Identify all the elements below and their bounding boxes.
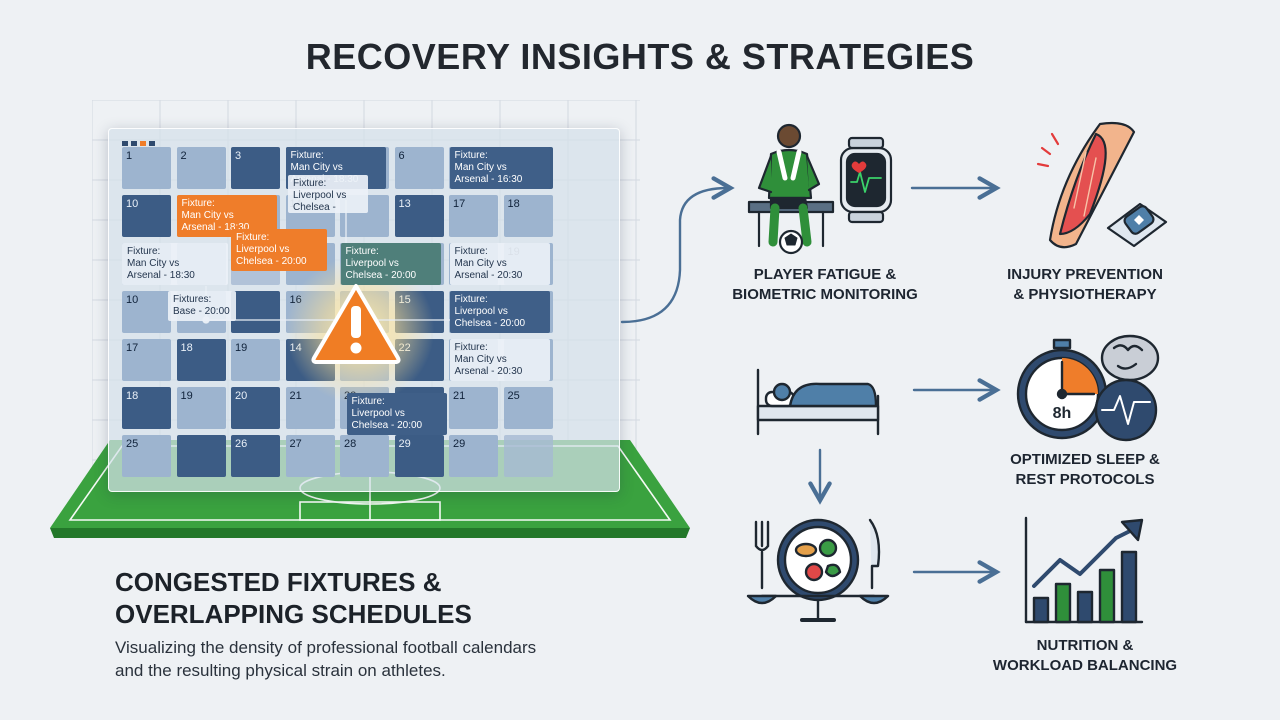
fixture-card: Fixture: Man City vs Arsenal - 16:30 xyxy=(449,147,550,189)
growth-chart-icon xyxy=(1024,516,1144,624)
stopwatch-brain-icon: 8h xyxy=(1016,334,1160,442)
calendar-day-cell xyxy=(231,291,280,333)
fixture-card: Fixture: Liverpool vs Chelsea - 20:00 xyxy=(449,291,550,333)
fixture-card: Fixture: Liverpool vs Chelsea - 16:30 xyxy=(288,175,368,213)
calendar-day-cell: 17 xyxy=(122,339,171,381)
fixture-card: Fixture: Man City vs Arsenal - 20:30 xyxy=(449,243,550,285)
calendar-day-cell: 1 xyxy=(122,147,171,189)
page-title: RECOVERY INSIGHTS & STRATEGIES xyxy=(305,36,975,77)
calendar-day-cell: 25 xyxy=(503,387,553,429)
calendar-day-cell: 29 xyxy=(394,435,444,477)
calendar-day-cell: 2 xyxy=(176,147,226,189)
calendar-day-cell: 19 xyxy=(231,339,280,381)
calendar-day-cell: 20 xyxy=(231,387,280,429)
fixture-card: Fixture: Liverpool vs Chelsea - 20:00 xyxy=(346,393,447,435)
step-caption-fatigue: PLAYER FATIGUE & BIOMETRIC MONITORING xyxy=(732,266,918,303)
calendar-day-cell xyxy=(503,435,553,477)
calendar-day-cell: 13 xyxy=(394,195,444,237)
calendar-day-cell: 10 xyxy=(122,195,171,237)
calendar-day-cell: 18 xyxy=(503,195,553,237)
calendar-day-cell: 6 xyxy=(394,147,444,189)
calendar-day-cell: 18 xyxy=(176,339,226,381)
calendar-day-cell: 28 xyxy=(340,435,389,477)
bed-rest-icon xyxy=(756,368,880,436)
fixture-card: Fixture: Liverpool vs Chelsea - 20:00 xyxy=(231,229,327,271)
calendar-day-cell: 17 xyxy=(449,195,498,237)
flow-arrows xyxy=(620,176,1001,584)
fixture-card: Fixture: Liverpool vs Chelsea - 20:00 xyxy=(340,243,441,285)
muscle-physio-icon xyxy=(1036,121,1168,249)
calendar-day-cell: 3 xyxy=(231,147,280,189)
fixture-card: Fixtures: Base - 20:00 xyxy=(168,291,236,321)
calendar-day-cell: 29 xyxy=(449,435,498,477)
calendar-day-cell: 26 xyxy=(231,435,280,477)
window-dots xyxy=(122,133,158,146)
step-caption-injury: INJURY PREVENTION & PHYSIOTHERAPY xyxy=(1007,266,1163,303)
calendar-day-cell: 27 xyxy=(285,435,335,477)
seated-player-smartwatch-icon xyxy=(747,123,893,255)
nutrition-scale-icon xyxy=(746,518,890,622)
calendar-day-cell: 21 xyxy=(449,387,498,429)
fixture-card: Fixture: Man City vs Arsenal - 18:30 xyxy=(122,243,228,285)
warning-triangle-icon xyxy=(311,284,401,364)
fixture-card: Fixture: Man City vs Arsenal - 20:30 xyxy=(449,339,550,381)
calendar-day-cell: 18 xyxy=(122,387,171,429)
step-caption-nutrition: NUTRITION & WORKLOAD BALANCING xyxy=(992,637,1178,674)
calendar-day-cell: 25 xyxy=(122,435,171,477)
section-description: Visualizing the density of professional … xyxy=(115,638,537,680)
sleep-hours-badge: 8h xyxy=(1053,405,1072,422)
step-caption-sleep: OPTIMIZED SLEEP & REST PROTOCOLS xyxy=(1010,451,1160,488)
section-heading: CONGESTED FIXTURES & OVERLAPPING SCHEDUL… xyxy=(115,567,472,629)
calendar-day-cell: 19 xyxy=(176,387,226,429)
calendar-day-cell xyxy=(176,435,226,477)
calendar-day-cell: 10 xyxy=(122,291,171,333)
